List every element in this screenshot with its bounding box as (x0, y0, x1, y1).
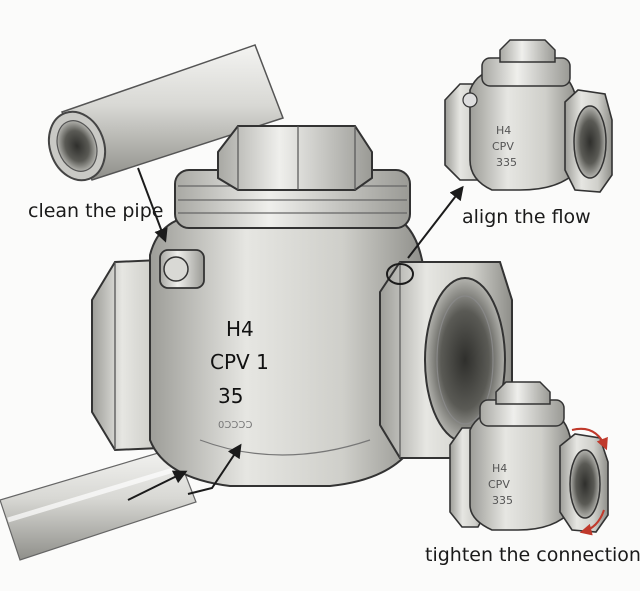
flow-direction-marker (386, 263, 414, 285)
step-align-label: align the flow (462, 206, 591, 228)
insert-arrow (127, 470, 188, 501)
small-valve-top (444, 39, 613, 193)
small-valve-top-markings: H4 CPV 335 (492, 124, 517, 169)
small-valve-bottom (449, 381, 609, 533)
valve-marking-35: 35 (218, 384, 244, 408)
tighten-rotation-arrows (571, 427, 608, 536)
main-check-valve: 0ƆƆƆƆ (91, 125, 513, 487)
small-top-mark-3: 335 (496, 156, 517, 169)
small-bottom-mark-3: 335 (492, 494, 513, 507)
engage-arrow (187, 443, 242, 495)
small-top-mark-2: CPV (492, 140, 514, 153)
small-top-mark-1: H4 (496, 124, 511, 137)
step-tighten-label: tighten the connection (425, 544, 640, 566)
upper-pipe (47, 44, 284, 182)
valve-marking-h4: H4 (226, 317, 254, 341)
instruction-arrows (127, 167, 464, 501)
align-arrow (407, 185, 464, 259)
lower-pipe (0, 447, 197, 561)
embossed-mark: 0ƆƆƆƆ (218, 420, 253, 431)
small-bottom-mark-2: CPV (488, 478, 510, 491)
small-valve-bottom-markings: H4 CPV 335 (488, 462, 513, 507)
clean-arrow (137, 167, 168, 243)
step-clean-label: clean the pipe (28, 200, 164, 222)
valve-marking-cpv: CPV 1 (210, 350, 269, 374)
small-bottom-mark-1: H4 (492, 462, 507, 475)
